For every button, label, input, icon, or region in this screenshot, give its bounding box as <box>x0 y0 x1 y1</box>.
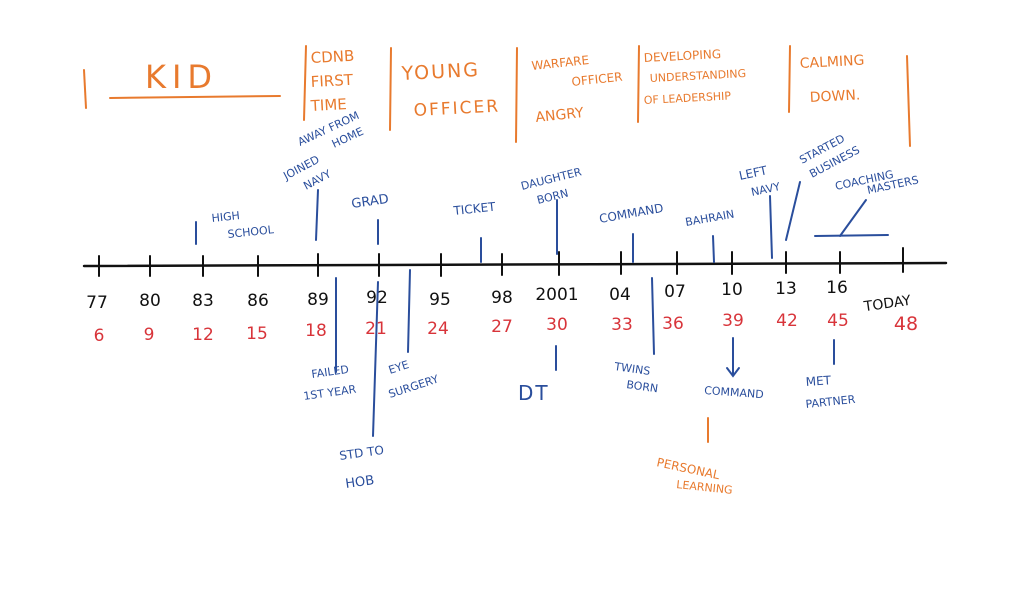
phase-divider <box>637 45 640 123</box>
connector-bahrain <box>712 235 715 263</box>
events-below: FAILED 1ST YEAR STD TO HOB EYE SURGERY D… <box>303 358 857 492</box>
arrowhead-command-below <box>726 367 740 378</box>
phase-calming-line: DOWN. <box>809 87 860 106</box>
event-twins-born-line: BORN <box>626 378 659 395</box>
age-label: 27 <box>491 317 513 337</box>
year-label: 83 <box>192 291 214 311</box>
year-label: 95 <box>429 290 451 310</box>
timeline-axis <box>82 261 948 268</box>
phase-divider <box>515 47 518 143</box>
year-label: 98 <box>491 288 513 308</box>
connector-joined-navy <box>315 189 319 241</box>
age-label: 6 <box>94 326 105 346</box>
year-label: 89 <box>307 290 329 310</box>
event-std-to-hob-line: STD TO <box>338 443 384 463</box>
event-daughter-born-line: BORN <box>536 187 570 207</box>
connector-eye-surgery <box>407 269 411 353</box>
event-eye-surgery-line: EYE <box>387 358 411 377</box>
event-connectors <box>195 181 889 437</box>
year-label: 80 <box>139 291 161 311</box>
kid-underline <box>109 95 281 99</box>
age-label: 24 <box>427 319 449 339</box>
age-label: 42 <box>776 311 798 331</box>
phase-divider <box>83 69 87 109</box>
phase-calming-line: CALMING <box>799 53 864 72</box>
year-label: 07 <box>664 282 686 302</box>
year-ticks <box>98 247 904 277</box>
phase-young-officer-line: YOUNG <box>400 59 480 85</box>
phase-cdnb-line: FIRST <box>310 71 354 91</box>
event-failed-first-year-line: FAILED <box>311 363 350 381</box>
phase-kid: KID <box>145 58 218 96</box>
event-dt: DT <box>518 381 550 405</box>
event-met-partner-line: PARTNER <box>805 393 856 411</box>
event-left-navy-line: LEFT <box>738 163 769 183</box>
phase-labels: KID CDNB FIRST TIME YOUNG OFFICER WARFAR… <box>145 47 865 497</box>
year-label: 2001 <box>535 285 578 305</box>
event-std-to-hob-line: HOB <box>344 473 375 492</box>
age-label: 45 <box>827 311 849 331</box>
phase-developing-line: OF LEADERSHIP <box>643 89 731 107</box>
personal-learning-line: LEARNING <box>676 478 734 497</box>
connector-coaching-horizontal <box>814 234 889 237</box>
phase-divider <box>389 47 392 131</box>
event-command-below: COMMAND <box>704 384 764 401</box>
event-high-school-line: HIGH <box>211 209 241 225</box>
event-ticket: TICKET <box>452 200 497 218</box>
event-daughter-born-line: DAUGHTER <box>520 165 584 193</box>
age-label: 30 <box>546 315 568 335</box>
phase-cdnb-line: TIME <box>309 95 347 115</box>
event-failed-first-year-line: 1ST YEAR <box>303 383 358 403</box>
connector-twins-born <box>651 277 655 355</box>
connector-left-navy <box>769 195 773 259</box>
age-label: 39 <box>722 311 744 331</box>
event-met-partner-line: MET <box>805 373 832 389</box>
year-label: 16 <box>826 278 848 298</box>
connector-started-business <box>785 181 801 241</box>
year-labels: 77 80 83 86 89 92 95 98 2001 04 07 10 13… <box>86 278 912 315</box>
age-label: 48 <box>894 313 918 335</box>
connector-std-to-hob <box>372 281 379 437</box>
connector-coaching-diagonal <box>839 199 867 237</box>
phase-warfare-line: WARFARE <box>531 53 590 73</box>
phase-warfare-line: ANGRY <box>535 105 585 126</box>
year-label: 86 <box>247 291 269 311</box>
age-label: 12 <box>192 325 214 345</box>
year-label: 13 <box>775 279 797 299</box>
event-left-navy-line: NAVY <box>750 180 782 199</box>
event-bahrain: BAHRAIN <box>684 208 735 229</box>
age-label: 9 <box>144 325 155 345</box>
age-label: 15 <box>246 324 268 344</box>
phase-cdnb-line: CDNB <box>310 47 354 67</box>
age-labels: 6 9 12 15 18 21 24 27 30 33 36 39 42 45 … <box>94 311 919 346</box>
phase-developing-line: UNDERSTANDING <box>649 67 746 85</box>
year-label: 77 <box>86 293 108 313</box>
age-label: 18 <box>305 321 327 341</box>
year-label: 10 <box>721 280 743 300</box>
event-grad: GRAD <box>350 192 389 212</box>
year-label: 04 <box>609 285 631 305</box>
year-label-today: TODAY <box>862 293 912 316</box>
phase-divider <box>906 55 911 147</box>
phase-warfare-line: OFFICER <box>571 70 623 89</box>
phase-young-officer-line: OFFICER <box>413 97 500 121</box>
age-label: 33 <box>611 315 633 335</box>
age-label: 36 <box>662 314 684 334</box>
event-eye-surgery-line: SURGERY <box>387 372 441 400</box>
phase-dividers <box>83 45 911 443</box>
event-high-school-line: SCHOOL <box>227 223 275 241</box>
event-twins-born-line: TWINS <box>613 360 652 378</box>
phase-developing-line: DEVELOPING <box>643 47 721 65</box>
phase-divider <box>788 45 791 113</box>
phase-divider <box>303 45 307 121</box>
event-command-above: COMMAND <box>598 201 664 226</box>
